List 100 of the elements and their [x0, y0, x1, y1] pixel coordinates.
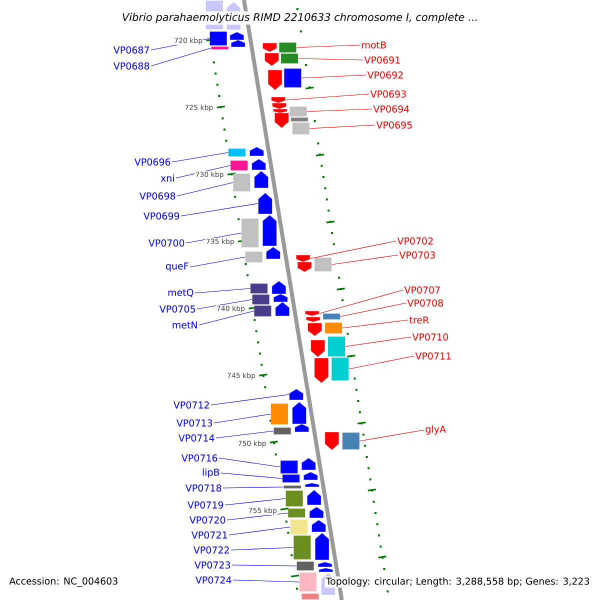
gene-box — [302, 594, 319, 600]
gene-box — [254, 306, 272, 316]
gene-label: VP0721 — [191, 531, 227, 539]
gene-label: VP0696 — [134, 158, 170, 166]
gene-pentagon — [262, 42, 277, 52]
gene-box — [292, 122, 310, 134]
gene-label: VP0712 — [173, 401, 209, 409]
gene-pentagon — [268, 70, 282, 90]
gene-box — [288, 508, 306, 518]
leader-line — [226, 512, 288, 520]
gene-pentagon — [252, 158, 266, 170]
gene-pentagon — [309, 506, 324, 518]
leader-line — [359, 430, 424, 442]
leader-line — [210, 394, 290, 406]
leader-line — [306, 108, 372, 112]
gene-pentagon — [272, 108, 288, 114]
leader-line — [186, 232, 242, 244]
gene-label: metQ — [168, 288, 194, 298]
gene-pentagon — [275, 302, 290, 316]
gene-box — [211, 46, 228, 50]
gene-pentagon — [289, 388, 304, 400]
gene-box — [252, 294, 270, 304]
leader-line — [224, 498, 286, 506]
leader-line — [214, 414, 272, 424]
leader-line — [220, 472, 283, 479]
gene-box — [279, 42, 296, 52]
gene-box — [332, 358, 349, 380]
gene-box — [328, 336, 345, 356]
gene-label: lipB — [202, 468, 220, 478]
leader-line — [190, 256, 246, 268]
gene-box — [271, 404, 288, 424]
gene-box — [290, 520, 308, 534]
gene-pentagon — [297, 262, 312, 272]
gene-box — [210, 32, 227, 46]
leader-line — [342, 320, 408, 328]
gene-label: treR — [409, 316, 429, 324]
gene-pentagon — [273, 294, 288, 302]
gene-label: VP0687 — [113, 46, 149, 54]
gene-pentagon — [312, 520, 326, 532]
gene-label: VP0688 — [113, 62, 150, 70]
leader-line — [301, 74, 366, 78]
leader-line — [296, 44, 360, 48]
gene-pentagon — [306, 316, 320, 322]
gene-pentagon — [266, 246, 280, 260]
gene-pentagon — [324, 432, 340, 450]
gene-pentagon — [304, 310, 320, 316]
leader-line — [230, 547, 294, 550]
leader-line — [198, 310, 254, 326]
gene-box — [294, 536, 311, 560]
gene-pentagon — [294, 424, 309, 432]
gene-label: VP0698 — [139, 192, 176, 200]
leader-line — [298, 58, 364, 60]
gene-label: VP0694 — [373, 105, 410, 113]
gene-box — [284, 486, 301, 488]
gene-pentagon — [250, 146, 264, 156]
leader-line — [319, 290, 404, 314]
gene-box — [233, 174, 250, 192]
gene-box — [296, 562, 314, 570]
accession-text: Accession: NC_004603 — [8, 576, 120, 588]
gene-pentagon — [272, 280, 286, 294]
gene-pentagon — [314, 358, 329, 384]
gene-box — [323, 314, 340, 320]
gene-box — [291, 118, 308, 122]
gene-pentagon — [310, 340, 325, 358]
leader-line — [150, 48, 212, 66]
gene-label: VP0722 — [193, 546, 229, 554]
gene-label: VP0691 — [364, 56, 400, 64]
gene-box — [284, 68, 302, 88]
leader-line — [218, 458, 281, 468]
leader-line — [172, 152, 228, 162]
gene-box — [274, 428, 291, 434]
topology-text: Topology: circular; Length: 3,288,558 bp; Genes: 3,223 — [324, 576, 591, 588]
leader-line — [228, 526, 290, 536]
gene-label: VP0719 — [187, 501, 224, 509]
gene-pentagon — [274, 112, 289, 128]
gene-label: VP0716 — [181, 454, 218, 462]
gene-box — [245, 252, 262, 262]
gene-pentagon — [303, 472, 318, 480]
gene-label: metN — [172, 321, 197, 329]
gene-label: xni — [160, 174, 174, 182]
leader-line — [180, 203, 258, 216]
gene-label: VP0707 — [404, 286, 440, 294]
gene-pentagon — [264, 52, 279, 66]
gene-box — [299, 572, 316, 592]
gene-label: VP0724 — [195, 576, 232, 584]
gene-pentagon — [230, 40, 246, 48]
gene-box — [228, 148, 246, 156]
gene-label: VP0708 — [407, 299, 443, 307]
gene-box — [290, 106, 307, 116]
gene-label: VP0713 — [176, 419, 212, 427]
gene-label: VP0702 — [397, 237, 433, 245]
gene-label: VP0710 — [412, 333, 448, 341]
leader-line — [216, 430, 274, 438]
gene-label: VP0692 — [367, 71, 403, 79]
leader-line — [285, 94, 370, 100]
gene-pentagon — [296, 254, 310, 262]
leader-line — [310, 240, 396, 259]
gene-label: VP0718 — [185, 484, 222, 492]
gene-pentagon — [318, 562, 332, 568]
gene-pentagon — [271, 96, 286, 104]
